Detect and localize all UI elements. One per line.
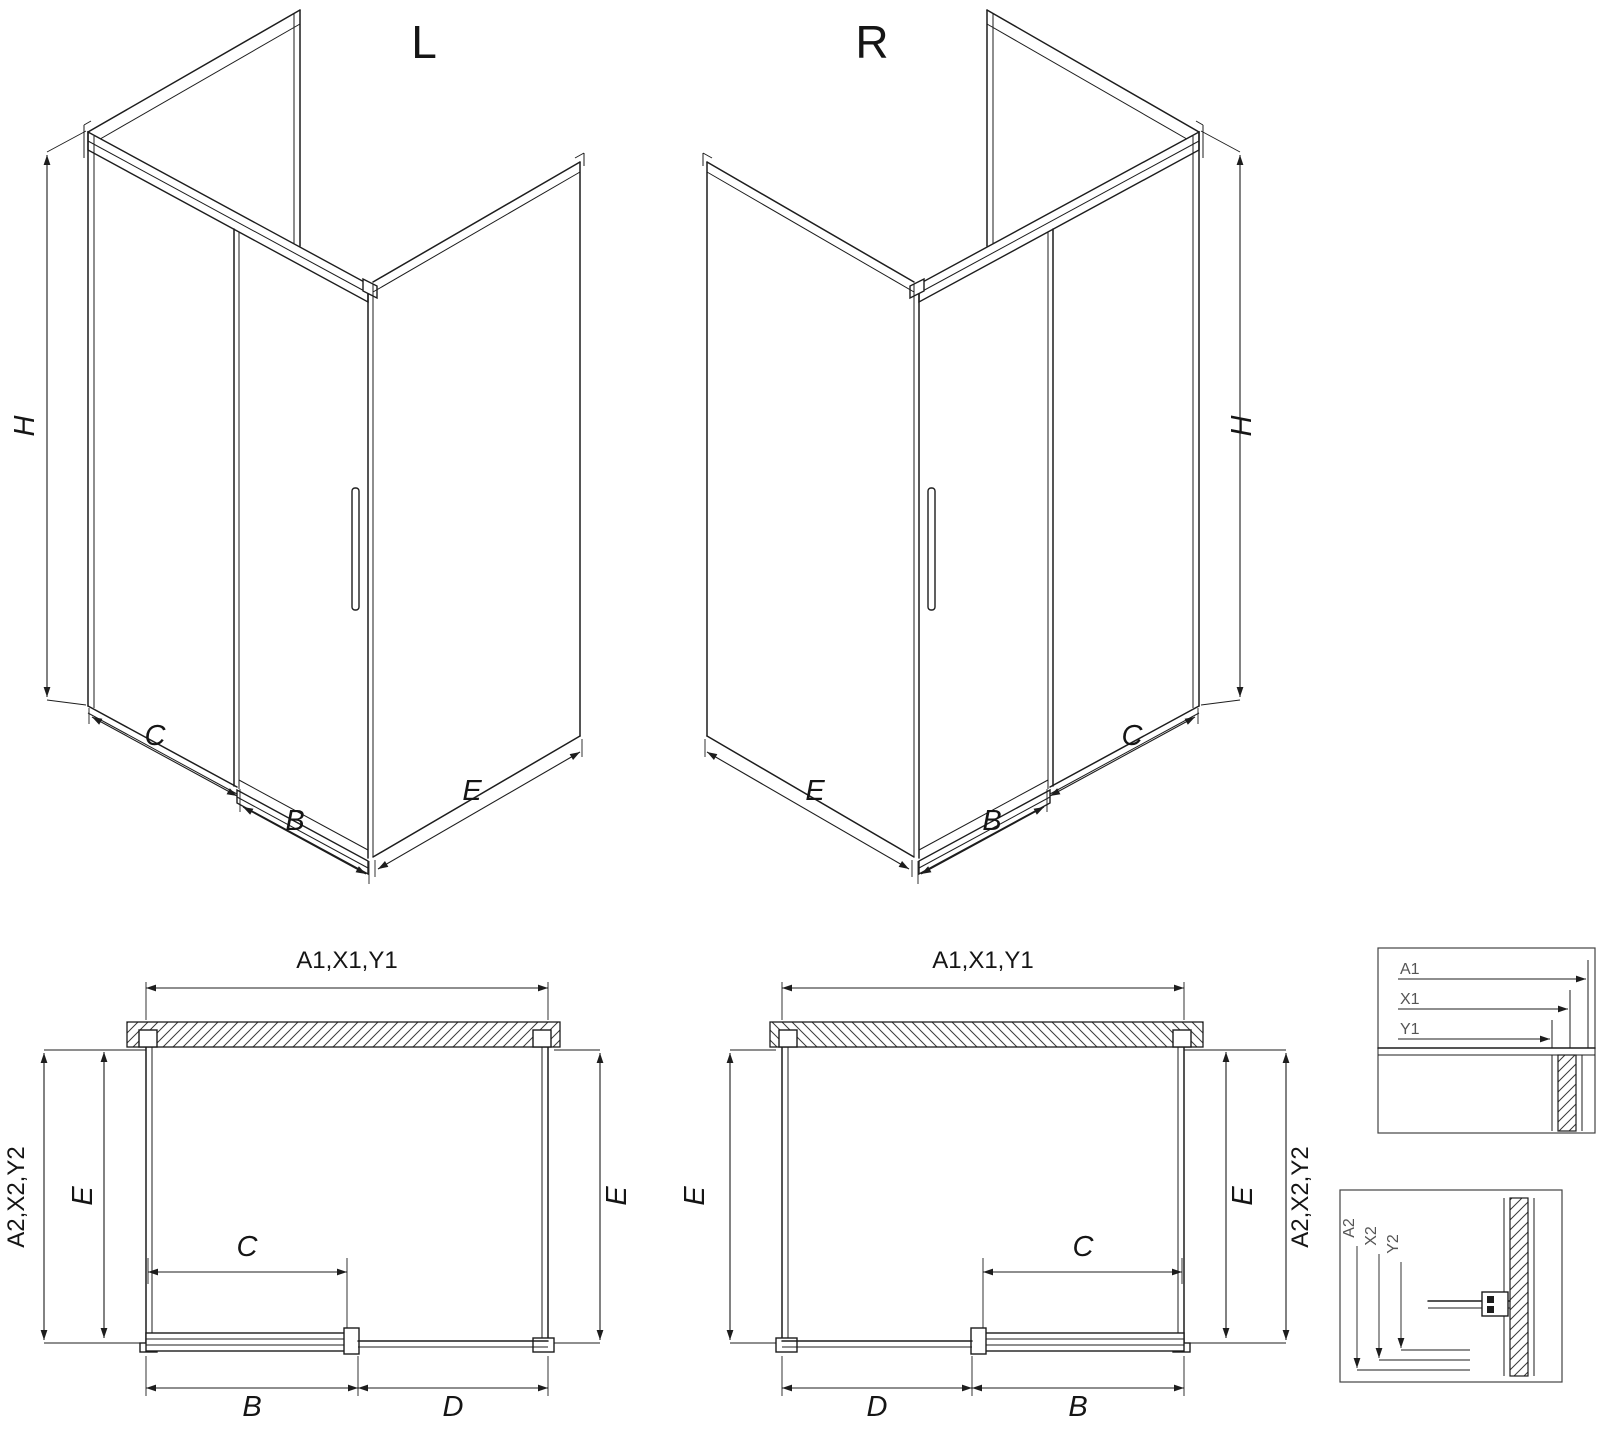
iso-view-left: L H C B E [9, 10, 584, 884]
detail-top-y1-label: Y1 [1400, 1021, 1420, 1038]
detail-view-top: A1 X1 Y1 [1377, 947, 1596, 1134]
plan-right-depth-label: A2,X2,Y2 [1287, 1146, 1314, 1247]
plan-right-e-right-label: E [1227, 1186, 1259, 1206]
plan-right-b-label: B [1068, 1391, 1087, 1423]
dim-label-e-right: E [805, 775, 825, 807]
glass-clamp-fitting [1481, 1291, 1509, 1317]
dim-label-c-left: C [145, 720, 167, 752]
dim-label-h-left: H [9, 415, 41, 436]
view-title-left: L [411, 16, 437, 68]
plan-left-b-label: B [242, 1391, 261, 1423]
dim-label-b-right: B [982, 805, 1001, 837]
view-title-right: R [855, 16, 888, 68]
plan-view-left: A1,X1,Y1 A2,X2,Y2 E E C B D [3, 947, 633, 1423]
plan-left-width-label: A1,X1,Y1 [296, 947, 397, 974]
plan-right-c-label: C [1073, 1231, 1095, 1263]
plan-left-d-label: D [443, 1391, 464, 1423]
detail-view-bottom: A2 X2 Y2 [1339, 1189, 1563, 1383]
iso-view-right: R H C B E [703, 10, 1258, 884]
plan-right-width-label: A1,X1,Y1 [932, 947, 1033, 974]
detail-bottom-a2-label: A2 [1341, 1218, 1358, 1238]
dim-label-e-left: E [462, 775, 482, 807]
detail-top-x1-label: X1 [1400, 991, 1420, 1008]
detail-top-glass-section [1557, 1054, 1577, 1132]
plan-left-e-left-label: E [67, 1186, 99, 1206]
plan-left-e-right-label: E [601, 1186, 633, 1206]
dim-label-b-left: B [285, 805, 304, 837]
dim-label-h-right: H [1226, 415, 1258, 436]
detail-top-a1-label: A1 [1400, 961, 1420, 978]
detail-bottom-x2-label: X2 [1363, 1226, 1380, 1246]
plan-right-e-left-label: E [679, 1186, 711, 1206]
detail-bottom-wall-section [1509, 1197, 1529, 1377]
detail-bottom-y2-label: Y2 [1385, 1234, 1402, 1254]
plan-left-depth-label: A2,X2,Y2 [3, 1146, 30, 1247]
plan-left-c-label: C [237, 1231, 259, 1263]
plan-right-d-label: D [867, 1391, 888, 1423]
plan-view-right: A1,X1,Y1 A2,X2,Y2 E E C D B [679, 947, 1314, 1423]
dim-label-c-right: C [1122, 720, 1144, 752]
